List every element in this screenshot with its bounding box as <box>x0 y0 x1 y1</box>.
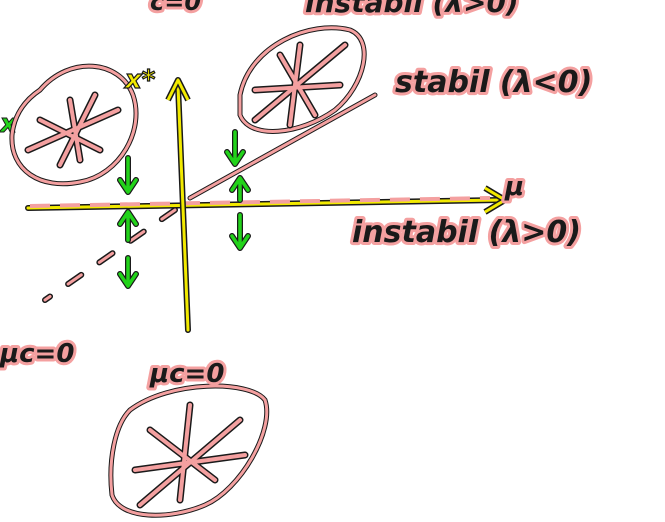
flow-arrows <box>117 129 251 289</box>
arrow-down-lower-left <box>117 255 139 289</box>
phase-portrait-bottom <box>108 383 270 518</box>
stabil-label: stabil (λ<0) <box>395 65 592 100</box>
arrow-up-left <box>117 209 139 243</box>
x-star-axis <box>165 77 191 333</box>
mu-c-bottom-label: μc=0 <box>149 359 224 389</box>
dashed-branch-line <box>42 207 178 303</box>
x-star-axis-label: x* <box>123 65 156 95</box>
mu-axis-label: μ <box>504 172 524 202</box>
instabil-label: instabil (λ>0) <box>352 215 581 250</box>
arrow-down-right <box>229 212 251 251</box>
arrow-down-upper-right <box>224 129 246 167</box>
phase-portrait-upper-center <box>237 25 367 134</box>
top-left-cut-label: c=0 <box>150 0 201 16</box>
stable-branch-line <box>187 92 378 201</box>
arrow-down-upper-left <box>117 155 139 195</box>
arrow-up-right <box>229 175 251 203</box>
top-instabil-label: instabil (λ>0) <box>305 0 519 19</box>
mu-axis <box>25 185 508 215</box>
mu-c-left-label: μc=0 <box>0 339 74 369</box>
phase-portrait-upper-left <box>9 63 139 187</box>
